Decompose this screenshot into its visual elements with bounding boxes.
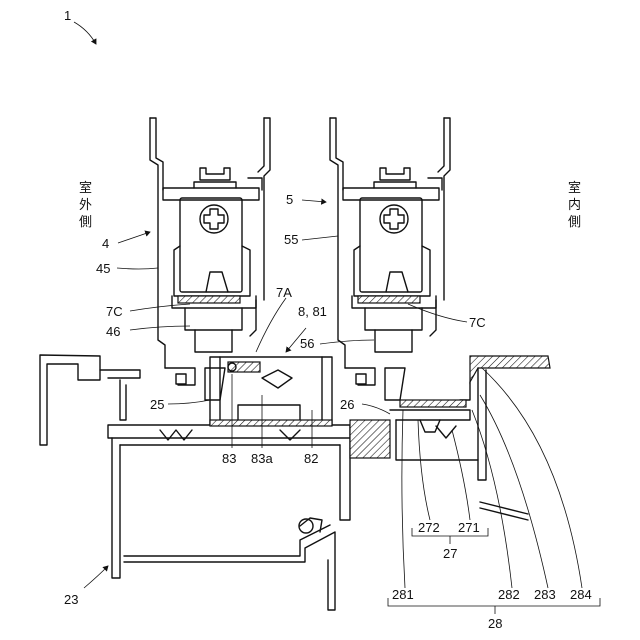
label-283: 283: [534, 587, 556, 602]
label-26: 26: [340, 397, 354, 412]
label-23: 23: [64, 592, 78, 607]
label-4: 4: [102, 236, 109, 251]
label-fig-ref: 1: [64, 8, 71, 23]
label-27: 27: [443, 546, 457, 561]
outdoor-sash-frame: [150, 118, 270, 368]
label-25: 25: [150, 397, 164, 412]
label-8-81: 8, 81: [298, 304, 327, 319]
label-83a: 83a: [251, 451, 273, 466]
label-5: 5: [286, 192, 293, 207]
label-7c-right: 7C: [469, 315, 486, 330]
label-282: 282: [498, 587, 520, 602]
indoor-sash-frame: [330, 118, 450, 368]
label-outdoor-side-3: 側: [79, 215, 92, 230]
label-281: 281: [392, 587, 414, 602]
label-45: 45: [96, 261, 110, 276]
label-55: 55: [284, 232, 298, 247]
leader-lines: [74, 22, 600, 614]
label-271: 271: [458, 520, 480, 535]
label-28: 28: [488, 616, 502, 631]
label-indoor-side-2: 内: [568, 197, 581, 213]
label-indoor-side-1: 室: [568, 180, 581, 196]
label-56: 56: [300, 336, 314, 351]
label-outdoor-side-2: 外: [79, 198, 92, 213]
label-7a: 7A: [276, 285, 292, 300]
label-indoor-side-3: 側: [568, 215, 581, 230]
label-284: 284: [570, 587, 592, 602]
label-83: 83: [222, 451, 236, 466]
label-7c-left: 7C: [106, 304, 123, 319]
label-82: 82: [304, 451, 318, 466]
indoor-trim-section: [390, 356, 550, 520]
label-46: 46: [106, 324, 120, 339]
labels: 1 室 外 側 室 内 側 4 45 7C 46 7A 8, 81 5 55 7…: [64, 8, 592, 631]
lower-frame-section: [40, 355, 405, 610]
label-272: 272: [418, 520, 440, 535]
label-outdoor-side-1: 室: [79, 180, 92, 196]
